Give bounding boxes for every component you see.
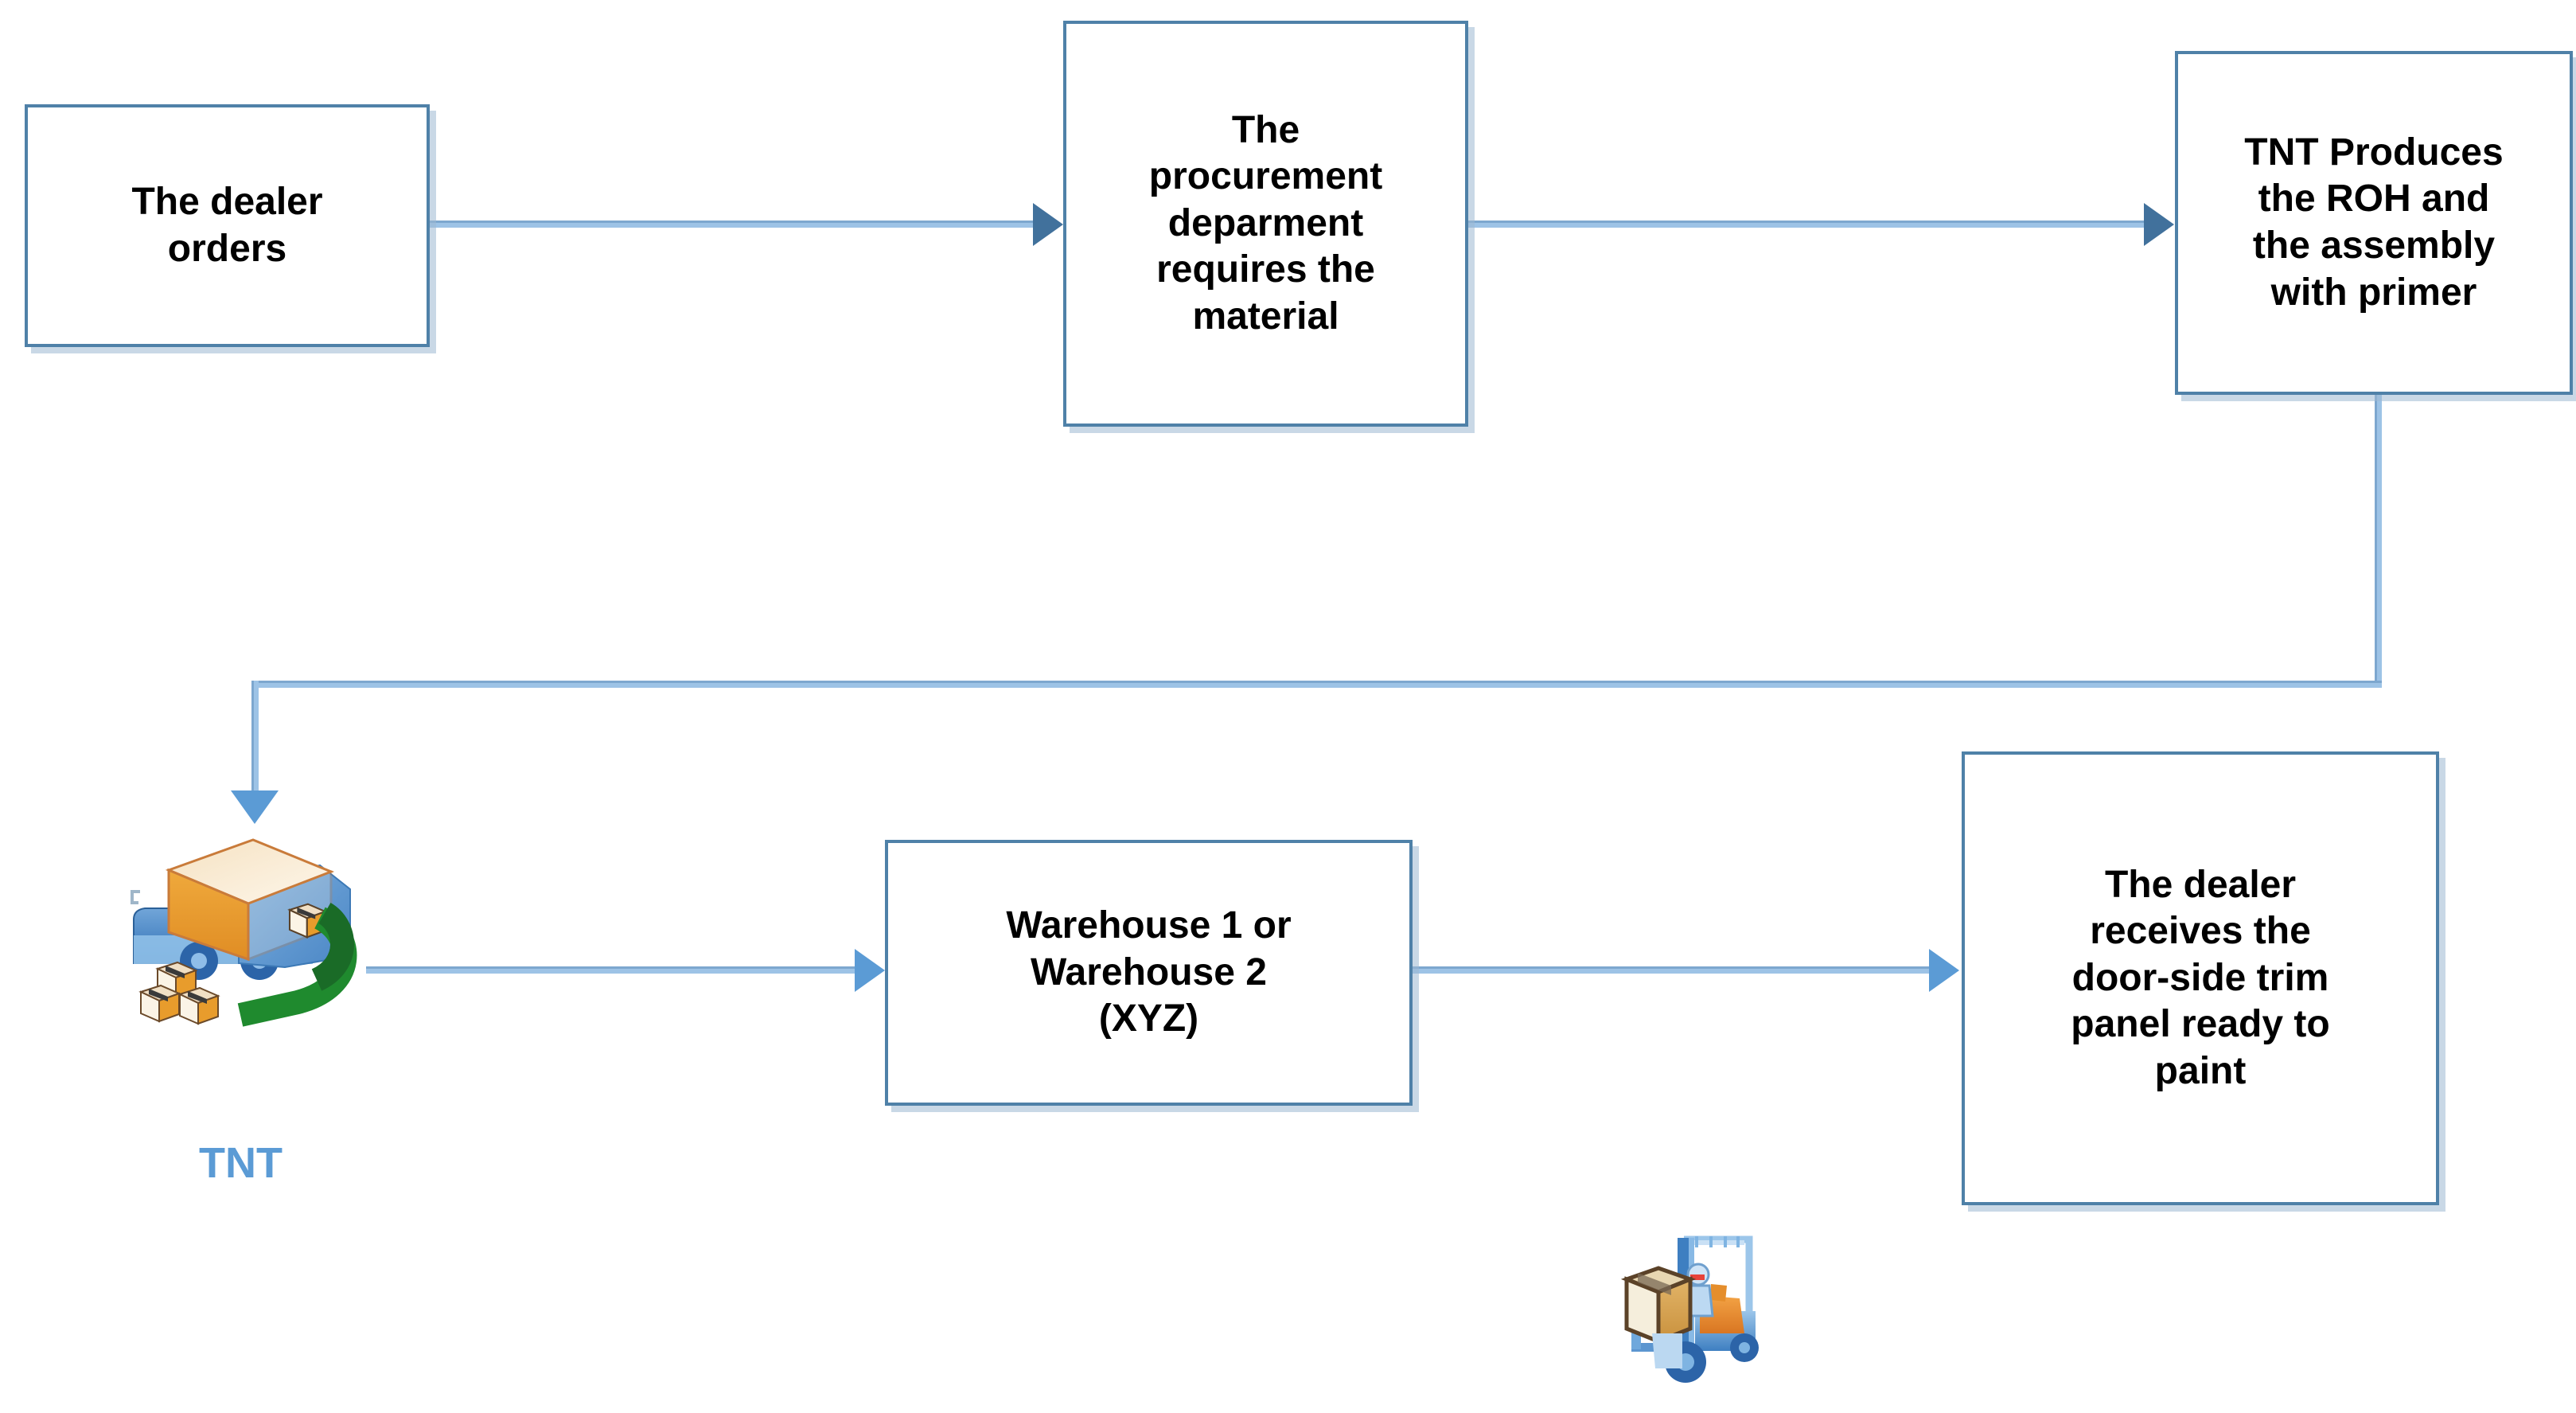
connector-dealer-orders-to-procurement [430, 221, 1035, 228]
connector-tnt-produces-down-segment [2375, 394, 2382, 687]
connector-tnt-produces-to-truck-segment [251, 681, 259, 792]
connector-warehouse-to-dealer-receives [1413, 966, 1930, 974]
connector-procurement-to-tnt-produces [1468, 221, 2145, 228]
node-dealer-orders-label: The dealer orders [131, 180, 323, 270]
node-dealer-receives[interactable]: The dealer receives the door-side trim p… [1962, 751, 2439, 1205]
node-dealer-receives-label: The dealer receives the door-side trim p… [2071, 863, 2330, 1092]
arrowhead-to-warehouse [855, 949, 885, 992]
node-warehouse-label: Warehouse 1 or Warehouse 2 (XYZ) [1006, 904, 1292, 1040]
arrowhead-to-dealer-receives [1929, 949, 1959, 992]
arrowhead-to-procurement [1033, 203, 1063, 246]
node-tnt-produces[interactable]: TNT Produces the ROH and the assembly wi… [2175, 51, 2573, 395]
node-procurement[interactable]: The procurement deparment requires the m… [1063, 21, 1468, 427]
arrowhead-to-tnt-produces [2144, 203, 2174, 246]
forklift-icon [1600, 1222, 1783, 1393]
node-tnt-produces-label: TNT Produces the ROH and the assembly wi… [2244, 131, 2504, 314]
delivery-truck-caption: TNT [199, 1139, 283, 1187]
delivery-truck-icon [119, 816, 398, 1079]
arrowhead-to-delivery-truck [231, 790, 279, 824]
node-procurement-label: The procurement deparment requires the m… [1148, 108, 1383, 338]
connector-tnt-produces-left-segment [251, 681, 2382, 688]
node-warehouse[interactable]: Warehouse 1 or Warehouse 2 (XYZ) [885, 840, 1413, 1106]
node-dealer-orders[interactable]: The dealer orders [25, 104, 430, 347]
connector-truck-to-warehouse [366, 966, 859, 974]
